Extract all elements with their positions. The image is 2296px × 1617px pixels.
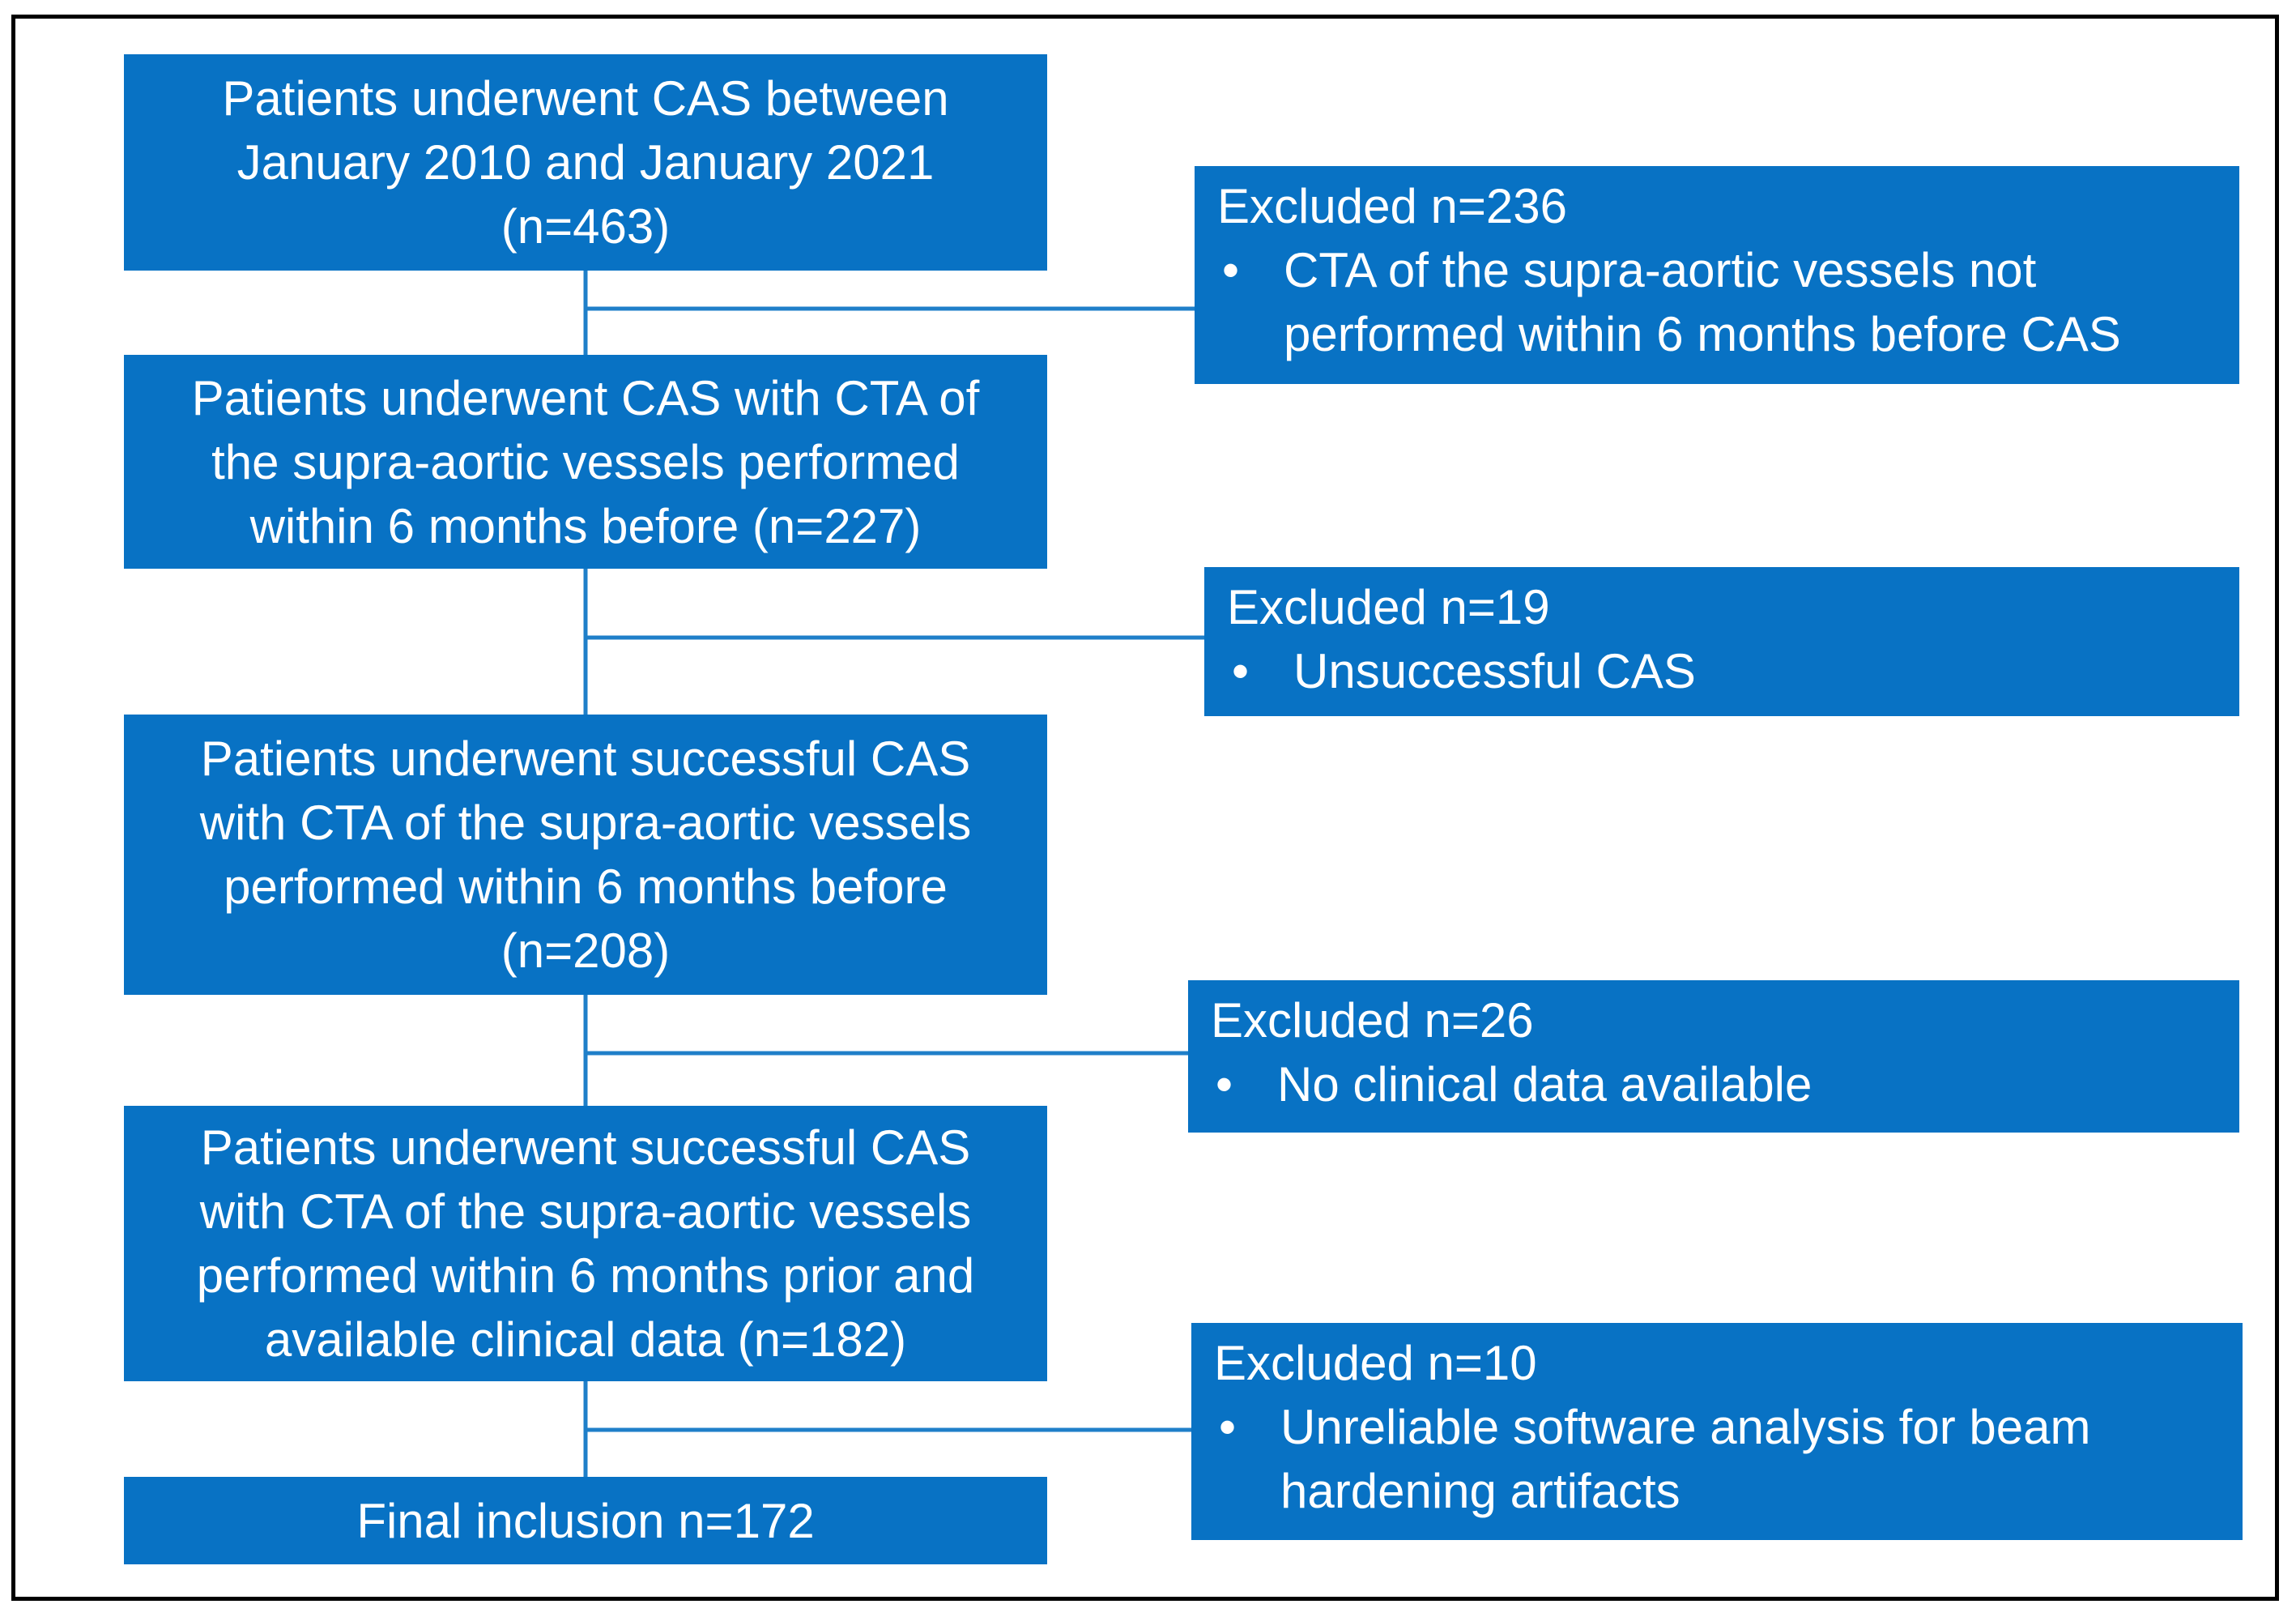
exclusion-box-3: Excluded n=26 • No clinical data availab… [1188, 980, 2239, 1133]
exclusion-2-title: Excluded n=19 [1227, 580, 1550, 634]
final-inclusion-text: Final inclusion n=172 [356, 1493, 815, 1548]
bullet-icon: • [1216, 1057, 1233, 1111]
exclusion-3-title: Excluded n=26 [1211, 993, 1534, 1047]
stage-box-2: Patients underwent CAS with CTA of the s… [124, 355, 1047, 569]
diagram-frame [11, 15, 2279, 1601]
exclusion-3-item: • No clinical data available [1211, 1052, 2217, 1116]
stage-3-text: Patients underwent successful CAS with C… [199, 732, 972, 978]
exclusion-box-4: Excluded n=10 • Unreliable software anal… [1191, 1323, 2243, 1540]
exclusion-4-title: Excluded n=10 [1214, 1336, 1537, 1390]
exclusion-box-1: Excluded n=236 • CTA of the supra-aortic… [1195, 166, 2239, 384]
exclusion-2-item: • Unsuccessful CAS [1227, 639, 2217, 703]
stage-box-1: Patients underwent CAS between January 2… [124, 54, 1047, 271]
stage-1-text: Patients underwent CAS between January 2… [222, 71, 949, 254]
bullet-icon: • [1219, 1400, 1237, 1454]
bullet-icon: • [1232, 644, 1250, 698]
exclusion-1-title: Excluded n=236 [1217, 179, 1568, 233]
exclusion-4-item: • Unreliable software analysis for beam … [1214, 1395, 2220, 1523]
exclusion-1-item: • CTA of the supra-aortic vessels not pe… [1217, 238, 2217, 366]
exclusion-box-2: Excluded n=19 • Unsuccessful CAS [1204, 567, 2239, 716]
stage-box-3: Patients underwent successful CAS with C… [124, 715, 1047, 995]
final-inclusion-box: Final inclusion n=172 [124, 1477, 1047, 1564]
bullet-icon: • [1222, 243, 1240, 297]
stage-4-text: Patients underwent successful CAS with C… [196, 1120, 975, 1367]
stage-2-text: Patients underwent CAS with CTA of the s… [191, 370, 980, 553]
stage-box-4: Patients underwent successful CAS with C… [124, 1106, 1047, 1381]
